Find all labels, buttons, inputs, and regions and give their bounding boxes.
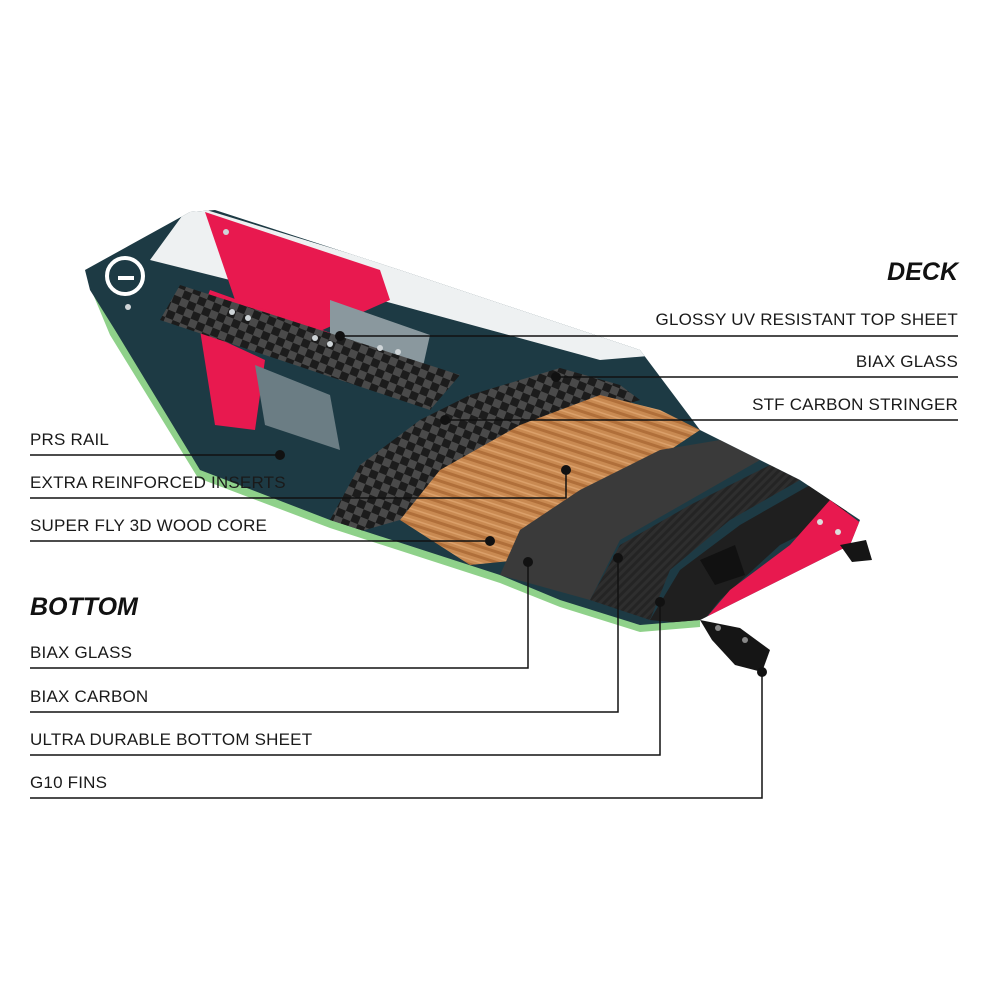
carbon-stringer-band xyxy=(160,285,460,410)
deck-heading: DECK xyxy=(887,258,958,286)
leader-fins xyxy=(30,672,763,799)
fin-front xyxy=(840,540,872,562)
fin-screw-2 xyxy=(742,637,748,643)
fin-screw xyxy=(715,625,721,631)
label-bottom-biax-glass: BIAX GLASS xyxy=(30,643,133,662)
label-deck-biax-glass: BIAX GLASS xyxy=(855,352,958,371)
leader-dots xyxy=(275,331,767,677)
pink-graphic-left xyxy=(200,330,265,430)
bottom-biax-carbon xyxy=(590,465,800,620)
label-g10-fins: G10 FINS xyxy=(30,773,108,792)
label-bottom-sheet: ULTRA DURABLE BOTTOM SHEET xyxy=(30,730,313,749)
top-sheet-photo-texture xyxy=(255,365,340,450)
leader-bottom-sheet xyxy=(30,602,661,756)
leader-bottom-carbon xyxy=(30,558,619,713)
wood-core xyxy=(400,395,700,565)
bottom-sheet-dark xyxy=(650,485,850,625)
tip-screw-2 xyxy=(835,529,841,535)
label-top-sheet: GLOSSY UV RESISTANT TOP SHEET xyxy=(655,310,958,329)
tip-screw xyxy=(817,519,823,525)
leader-lines xyxy=(30,335,958,799)
bottom-logo-diamond xyxy=(700,545,745,585)
leader-bottom-biax xyxy=(30,562,529,669)
label-inserts: EXTRA REINFORCED INSERTS xyxy=(30,473,286,492)
fin-rear xyxy=(700,620,770,672)
leader-inserts xyxy=(30,470,567,499)
label-prs-rail: PRS RAIL xyxy=(30,430,110,449)
label-carbon-stringer: STF CARBON STRINGER xyxy=(752,395,958,414)
brand-logo-circle xyxy=(105,256,145,296)
label-bottom-biax-carbon: BIAX CARBON xyxy=(30,687,149,706)
insert-screws xyxy=(125,229,401,355)
label-wood-core: SUPER FLY 3D WOOD CORE xyxy=(30,516,268,535)
bottom-sheet-pink xyxy=(700,500,860,625)
bottom-heading: BOTTOM xyxy=(30,593,138,621)
bottom-biax-glass xyxy=(500,440,760,600)
